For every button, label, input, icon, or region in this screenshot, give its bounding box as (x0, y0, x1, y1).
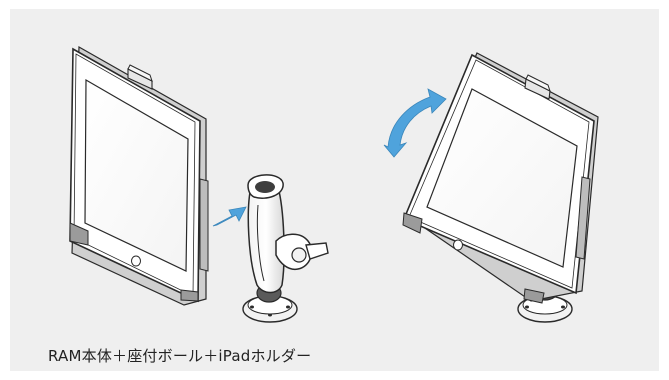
ipad-with-holder-icon (69, 45, 209, 306)
assembled-mount-icon (402, 52, 599, 323)
product-illustration (69, 45, 599, 323)
insert-arrow-icon (212, 206, 247, 227)
ram-arm-mount-icon (242, 174, 329, 323)
figure-panel: RAM本体＋座付ボール＋iPadホルダー (10, 9, 659, 371)
rotate-arrow-icon (383, 88, 447, 158)
figure-caption: RAM本体＋座付ボール＋iPadホルダー (48, 347, 312, 365)
